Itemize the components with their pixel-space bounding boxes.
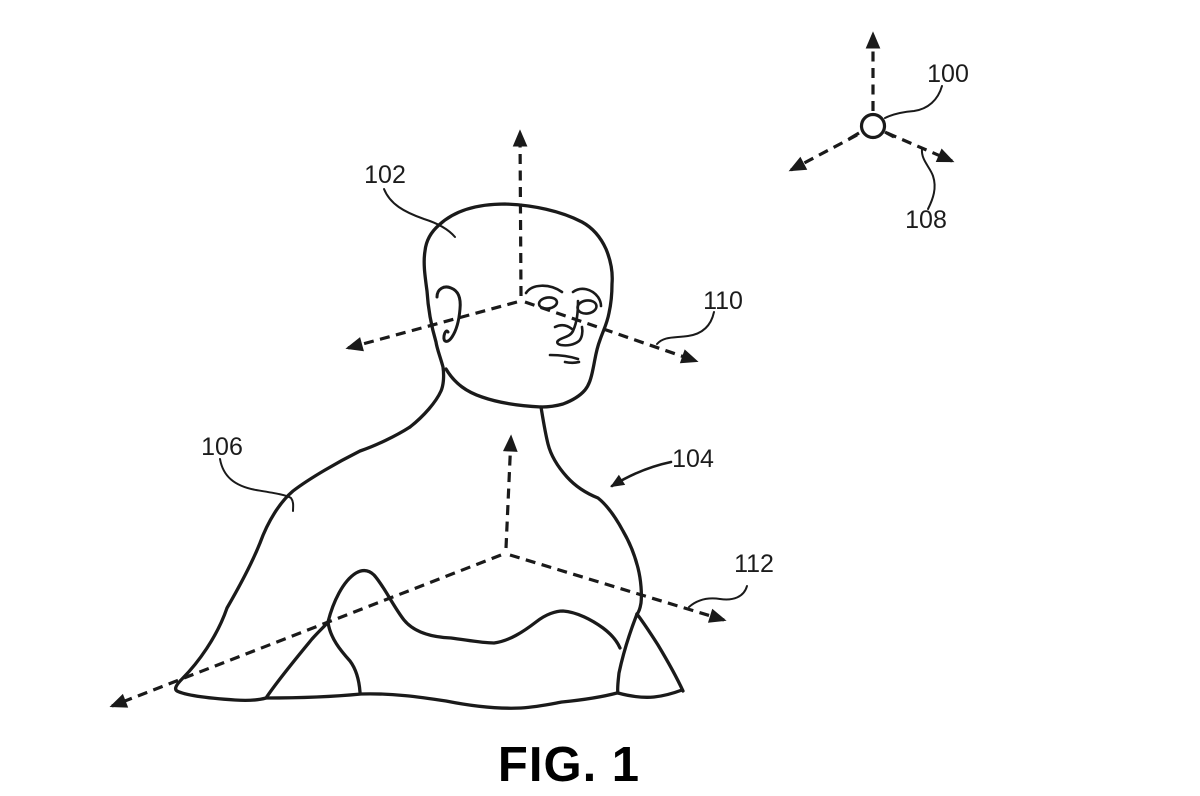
ear: [435, 285, 462, 343]
head-axis-left: [345, 300, 518, 352]
user-origin-circle: [859, 112, 887, 140]
mouth-upper-lip: [548, 353, 580, 361]
label-108: 108: [905, 206, 947, 234]
leader-104-arrow: [610, 460, 673, 488]
user-reference-marker: [848, 112, 895, 141]
leader-108: [920, 148, 936, 210]
user-marker-stub-left: [848, 131, 860, 141]
right-eye: [576, 299, 598, 315]
label-102: 102: [364, 161, 406, 189]
right-arm-fold-outer: [635, 612, 685, 693]
head-axis-up: [512, 129, 528, 297]
reference-numerals: 100 102 104 106 108 110 112: [201, 60, 969, 578]
cheek-line: [553, 323, 574, 331]
chest-crease: [326, 620, 362, 694]
user-marker-stub-right: [884, 130, 895, 139]
bottom-hem: [264, 691, 619, 710]
leader-106: [219, 458, 295, 512]
leader-110: [656, 311, 715, 345]
leader-112: [688, 585, 748, 608]
user-axis-left: [788, 133, 858, 172]
leader-102: [383, 188, 456, 238]
coordinate-axes: [109, 31, 955, 708]
right-eyebrow: [571, 287, 603, 308]
body-axis-up: [503, 434, 518, 549]
label-104: 104: [672, 445, 714, 473]
right-arm-fold-inner: [615, 612, 639, 695]
mouth-lower-lip: [563, 360, 581, 365]
left-eyebrow: [524, 284, 564, 295]
left-shoulder-arm: [174, 425, 412, 703]
head-axis-right: [524, 300, 699, 364]
left-eye: [537, 296, 559, 310]
user-axis-right: [886, 131, 955, 163]
label-106: 106: [201, 433, 243, 461]
body-axis-right: [509, 553, 727, 623]
figure-caption: FIG. 1: [498, 738, 640, 792]
leader-100: [884, 85, 943, 119]
face-features: [524, 284, 603, 365]
label-110: 110: [703, 287, 743, 315]
chest-contour: [326, 568, 622, 650]
figure-outlines: [174, 202, 685, 710]
label-112: 112: [734, 550, 774, 578]
right-neck-shoulder: [539, 405, 644, 616]
body-axis-left: [109, 553, 502, 708]
jaw-line: [444, 367, 543, 409]
head-outline: [408, 202, 614, 429]
right-arm-fold-bottom: [616, 688, 684, 699]
leader-lines: [219, 85, 943, 608]
label-100: 100: [927, 60, 969, 88]
nose: [555, 299, 584, 347]
